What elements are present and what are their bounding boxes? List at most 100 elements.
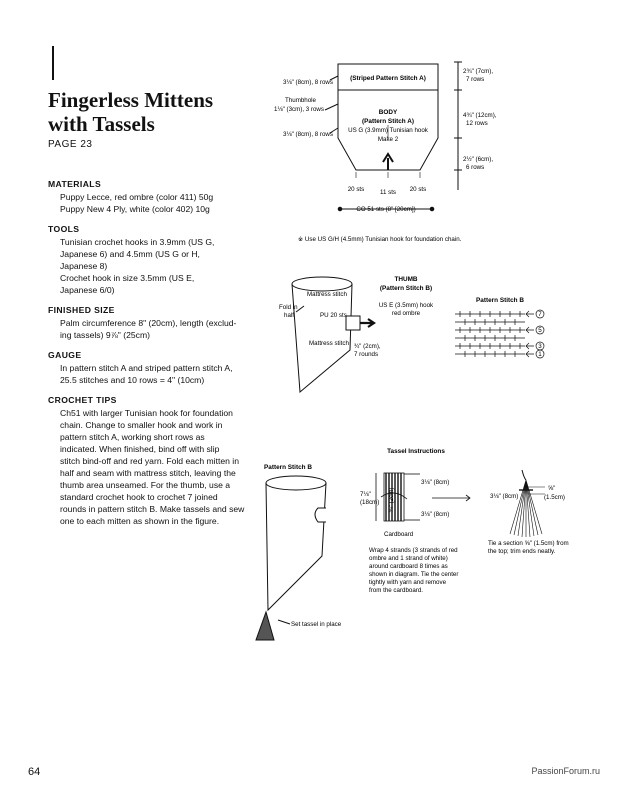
row-arrow xyxy=(525,350,534,358)
body-outline xyxy=(337,63,439,171)
gauge-heading: GAUGE xyxy=(48,350,82,360)
mitten-cuff xyxy=(265,475,327,491)
tips-line: stitch bind-off and red yarn. Fold each … xyxy=(60,456,239,466)
tassel-loop xyxy=(521,469,527,481)
row-stitches xyxy=(459,343,521,349)
tassel-leader xyxy=(277,619,291,625)
tassel-length: 3⅛" (8cm) xyxy=(490,493,518,500)
tie-string xyxy=(380,492,408,500)
right-dim-3b: 6 rows xyxy=(466,164,484,171)
title-rule xyxy=(52,46,54,80)
fold-label-1: Fold in xyxy=(279,304,298,311)
stitch-chart xyxy=(455,309,545,359)
process-arrow xyxy=(432,494,471,502)
thumb-title: THUMB xyxy=(394,276,417,283)
mitten-thumb xyxy=(314,507,326,523)
tie-dim-2: (1.5cm) xyxy=(544,494,565,501)
body-stitch-label: (Pattern Stitch A) xyxy=(362,118,414,125)
tools-line: Tunisian crochet hooks in 3.9mm (US G, xyxy=(60,237,215,247)
page-reference: PAGE 23 xyxy=(48,139,93,150)
right-dim-3a: 2½" (6cm), xyxy=(463,156,493,163)
leader-line xyxy=(295,305,305,313)
tips-line: rounds in pattern stitch B. Make tassels… xyxy=(60,504,245,514)
left-bottom-dim: 3⅛" (8cm), 8 rows xyxy=(283,131,333,138)
tips-line: thumb area unseamed. For the thumb, use … xyxy=(60,480,231,490)
thumbhole-label: Thumbhole xyxy=(285,97,317,104)
mitten-outline xyxy=(265,482,327,612)
tools-line: Japanese 6/0) xyxy=(60,285,115,295)
wrap-line: from the cardboard. xyxy=(369,587,423,594)
row-label-1: 1 xyxy=(538,351,542,358)
body-label: BODY xyxy=(379,109,398,116)
tips-line: chain. Change to smaller hook and work i… xyxy=(60,420,223,430)
mattress-top-label: Mattress stitch xyxy=(307,291,347,298)
right-dim-2b: 12 rows xyxy=(466,120,488,127)
row-stitches xyxy=(459,311,521,317)
folded-mitten-outline xyxy=(291,283,353,394)
thumb-yarn: red ombre xyxy=(392,310,421,317)
wrap-line: Wrap 4 strands (3 strands of red xyxy=(369,547,458,554)
materials-section: MATERIALS Puppy Lecce, red ombre (color … xyxy=(48,178,248,215)
gauge-line: In pattern stitch A and striped pattern … xyxy=(60,363,233,373)
gauge-line: 25.5 stitches and 10 rows = 4" (10cm) xyxy=(60,375,205,385)
chart-row xyxy=(455,335,525,341)
finished-size-section: FINISHED SIZE Palm circumference 8" (20c… xyxy=(48,304,248,341)
tips-line: half and seam with mattress stitch, leav… xyxy=(60,468,236,478)
tools-line: Japanese 6) and 4.5mm (US G or H, xyxy=(60,249,200,259)
materials-item: Puppy Lecce, red ombre (color 411) 50g xyxy=(60,192,214,202)
instructions-column: MATERIALS Puppy Lecce, red ombre (color … xyxy=(48,178,248,535)
page-number: 64 xyxy=(28,766,41,778)
thumb-schematic xyxy=(291,276,376,394)
tools-line: Japanese 8) xyxy=(60,261,108,271)
row-label-3: 3 xyxy=(538,343,542,350)
row-label-7: 7 xyxy=(538,311,542,318)
body-make-label: Make 2 xyxy=(378,136,399,143)
wrap-line: ombre and 1 strand of white) xyxy=(369,555,448,562)
mattress-bottom-label: Mattress stitch xyxy=(309,340,349,347)
tassel-label: Set tassel in place xyxy=(291,621,342,628)
thumb-arrow xyxy=(360,318,376,328)
finished-size-line: Palm circumference 8" (20cm), length (ex… xyxy=(60,318,237,328)
tassel-bottom-dim: 3⅛" (8cm) xyxy=(421,511,449,518)
tassel-title: Tassel Instructions xyxy=(387,448,445,455)
chart-row xyxy=(455,311,525,317)
tools-line: Crochet hook in size 3.5mm (US E, xyxy=(60,273,195,283)
thumb-size-1: ¾" (2cm), xyxy=(354,343,381,350)
striped-label: (Striped Pattern Stitch A) xyxy=(350,75,426,82)
mitten-b-title: Pattern Stitch B xyxy=(264,464,312,471)
leader-line xyxy=(329,127,339,134)
tassel-strands xyxy=(509,479,543,538)
tools-heading: TOOLS xyxy=(48,224,80,234)
bottom-sts-left: 20 sts xyxy=(348,186,365,193)
title-line-1: Fingerless Mittens xyxy=(48,88,214,112)
materials-item: Puppy New 4 Ply, white (color 402) 10g xyxy=(60,204,210,214)
bottom-sts-right: 20 sts xyxy=(410,186,427,193)
row-arrow xyxy=(525,342,534,350)
thumb-hole xyxy=(345,315,361,331)
right-dim-1a: 2¾" (7cm), xyxy=(463,68,493,75)
mitten-with-tassel xyxy=(255,475,327,641)
row-number-circle xyxy=(535,325,545,335)
cardboard-diagram xyxy=(375,472,471,522)
chain-label: CO 51 sts (8" [20cm]) xyxy=(356,206,415,213)
bottom-sts-middle: 11 sts xyxy=(380,189,396,196)
right-dim-2a: 4¾" (12cm), xyxy=(463,112,497,119)
body-hook-label: US G (3.9mm) Tunisian hook xyxy=(348,127,429,134)
right-dim-1b: 7 rows xyxy=(466,76,484,83)
footer-watermark: PassionForum.ru xyxy=(531,766,600,776)
wrap-line: around cardboard 8 times as xyxy=(369,563,448,570)
tie-note: the top; trim ends neatly. xyxy=(488,548,556,555)
row-label-5: 5 xyxy=(538,327,542,334)
row-arrow xyxy=(525,326,534,334)
tips-line: Ch51 with larger Tunisian hook for found… xyxy=(60,408,233,418)
tassel-shape xyxy=(255,610,275,641)
work-direction-arrow xyxy=(382,152,394,170)
tie-dim-1: ⅝" xyxy=(548,485,555,492)
tassel-inner-dim: ¾" (2cm) xyxy=(388,488,395,513)
foundation-note: ※ Use US G/H (4.5mm) Tunisian hook for f… xyxy=(298,236,462,243)
tips-line: standard crochet hook to crochet 7 joine… xyxy=(60,492,218,502)
body-schematic xyxy=(324,61,462,212)
page-title: Fingerless Mittens with Tassels xyxy=(48,88,248,136)
tools-section: TOOLS Tunisian crochet hooks in 3.9mm (U… xyxy=(48,223,248,296)
